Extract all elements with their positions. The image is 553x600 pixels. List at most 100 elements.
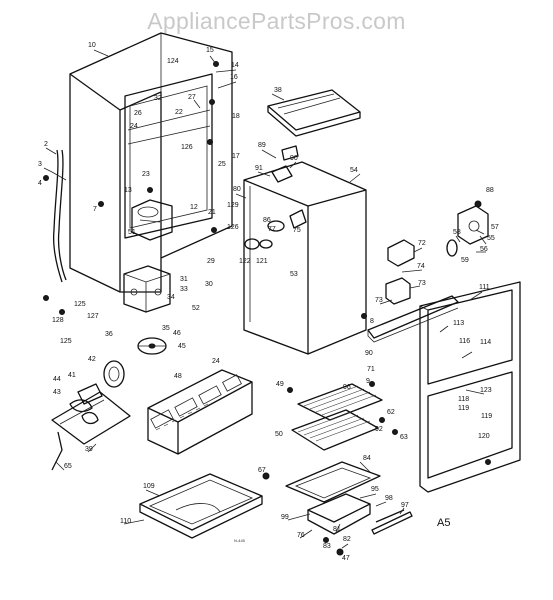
freezer-shelf [267,89,361,137]
part-callout: 27 [188,94,196,101]
damper-controls [244,209,307,250]
part-callout: 62 [387,409,395,416]
part-callout: 91 [255,165,263,172]
part-callout: 124 [167,58,179,65]
part-callout: 128 [52,317,64,324]
part-callout: 84 [363,455,371,462]
part-callout: 38 [274,87,282,94]
part-callout: 13 [124,187,132,194]
part-callout: 71 [367,366,375,373]
part-callout: 116 [459,338,470,345]
condenser-tube [51,149,67,283]
part-callout: 119 [458,405,469,412]
wire-shelf-lower [291,409,379,451]
part-callout: 35 [162,325,170,332]
part-callout: 122 [239,258,251,265]
part-callout: 109 [143,483,155,490]
part-callout: 90 [365,350,373,357]
part-callout: 73 [375,297,383,304]
hardware-screws [43,61,491,556]
diagram-mark: A5 [437,517,450,529]
part-callout: 39 [85,446,93,453]
part-callout: 8 [370,318,374,325]
part-callout: 98 [385,495,393,502]
fan-blade [137,337,167,355]
part-callout: 63 [400,434,408,441]
part-callout: 95 [371,486,379,493]
part-callout: 14 [231,62,239,69]
part-callout: 57 [491,224,499,231]
part-callout: 126 [181,144,193,151]
part-callout: 31 [180,276,188,283]
crisper-pan [285,461,381,535]
part-callout: 15 [206,47,214,54]
part-callout: 110 [120,518,131,525]
part-callout: 54 [350,167,358,174]
part-callout: 16 [230,74,238,81]
ice-maker-components [385,200,489,305]
part-callout: 67 [258,467,266,474]
part-callout: 51 [128,229,136,236]
part-callout: 72 [418,240,426,247]
leader-lines [43,49,487,549]
shelf-strip [371,509,413,535]
part-callout: 76 [297,532,305,539]
part-callout: 29 [207,258,215,265]
part-callout: 81 [333,526,341,533]
part-callout: 123 [480,387,492,394]
part-callout: 58 [453,229,461,236]
part-callout: 86 [263,217,271,224]
part-callout: 99 [281,514,289,521]
part-callout: 36 [105,331,113,338]
part-callout: 97 [401,502,409,509]
control-housing [271,145,299,183]
part-callout: 33 [180,286,188,293]
part-callout: 56 [480,246,488,253]
part-callout: 30 [205,281,213,288]
drip-pan [139,473,263,539]
part-callout: 82 [343,536,351,543]
part-callout: 9 [366,378,370,385]
part-callout: 52 [192,305,200,312]
part-callout: 24 [212,358,220,365]
part-callout: 46 [173,330,181,337]
part-callout: 43 [53,389,61,396]
part-callout: 47 [342,555,350,562]
part-callout: 121 [256,258,268,265]
part-callout: 10 [88,42,96,49]
part-callout: 114 [480,339,491,346]
part-callout: 3 [38,161,42,168]
part-callout: 127 [87,313,99,320]
part-callout: 2 [44,141,48,148]
part-callout: 24 [130,123,138,130]
part-callout: 88 [486,187,494,194]
part-callout: 119 [481,413,492,420]
watermark: AppliancePartsPros.com [147,8,406,34]
part-callout: 21 [208,209,216,216]
part-callout: 126 [227,224,239,231]
trim-strip [367,295,459,343]
part-callout: 65 [64,463,72,470]
part-callout: 48 [174,373,182,380]
part-callout: 23 [142,171,150,178]
part-callout: 44 [53,376,61,383]
cabinet-liner [243,161,367,355]
cabinet-frame [124,73,213,239]
part-callout: 26 [134,110,142,117]
part-callout: 50 [275,431,283,438]
part-callout: 41 [68,372,76,379]
part-callout: 17 [232,153,240,160]
part-callout: 55 [487,235,495,242]
part-callout: 4 [38,180,42,187]
part-callout: 83 [323,543,331,550]
part-callout: 74 [417,263,425,270]
part-callout: 89 [258,142,266,149]
part-callout: 92 [375,426,383,433]
part-callout: 34 [167,294,175,301]
wire-shelf-upper [297,383,383,421]
part-callout: 77 [268,226,276,233]
drawing-code: N-445 [234,538,246,543]
part-callout: 49 [276,381,284,388]
